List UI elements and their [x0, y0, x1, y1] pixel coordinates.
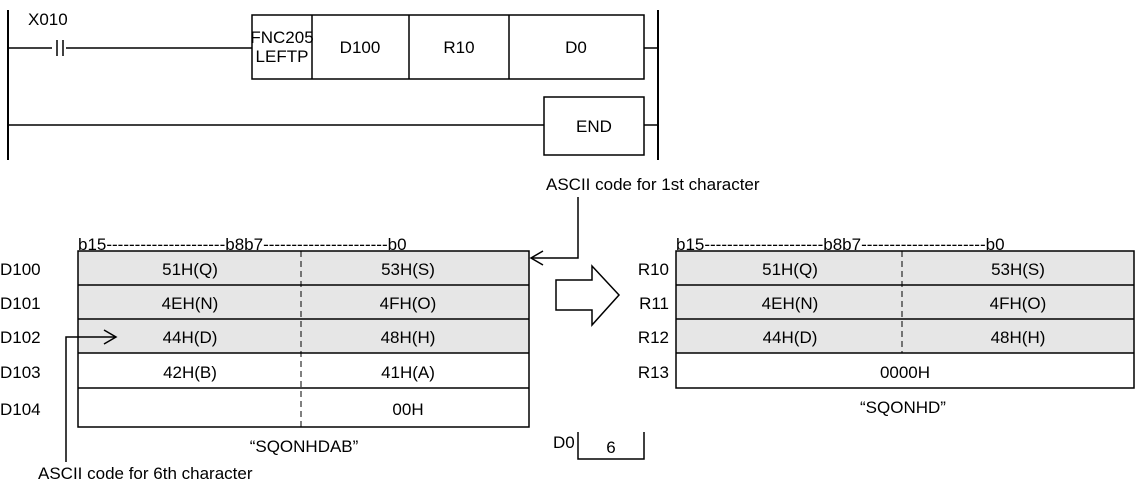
source-high-byte: 51H(Q)	[162, 260, 218, 279]
source-high-byte: 44H(D)	[163, 328, 218, 347]
source-reg-label: D104	[0, 400, 41, 419]
dest-reg-label: R13	[638, 363, 669, 382]
source-reg-label: D101	[0, 294, 41, 313]
sixth-char-arrow-icon	[65, 329, 118, 462]
first-char-arrow-icon	[529, 197, 579, 266]
dest-full-word: 0000H	[880, 363, 930, 382]
operand-dest: D0	[565, 38, 587, 57]
contact-label: X010	[28, 10, 68, 29]
dest-string: “SQONHD”	[860, 398, 946, 417]
instruction-fnc: FNC205	[250, 28, 313, 47]
source-low-byte: 00H	[392, 400, 423, 419]
source-high-byte: 42H(B)	[163, 363, 217, 382]
source-string: “SQONHDAB”	[250, 437, 359, 456]
dest-reg-label: R10	[638, 260, 669, 279]
end-label: END	[576, 117, 612, 136]
operand-count: R10	[443, 38, 474, 57]
dest-low-byte: 48H(H)	[991, 328, 1046, 347]
dest-low-byte: 53H(S)	[991, 260, 1045, 279]
count-value: 6	[606, 438, 615, 457]
count-label: D0	[553, 433, 575, 452]
dest-reg-label: R12	[638, 328, 669, 347]
source-table	[77, 250, 530, 428]
source-high-byte: 4EH(N)	[162, 294, 219, 313]
dest-bit-header: b15---------------------b8b7------------…	[676, 235, 1005, 254]
sixth-char-annotation: ASCII code for 6th character	[38, 464, 253, 483]
source-reg-label: D103	[0, 363, 41, 382]
instruction-name: LEFTP	[256, 47, 309, 66]
normally-open-contact-icon	[56, 40, 64, 56]
dest-low-byte: 4FH(O)	[990, 294, 1047, 313]
dest-table	[675, 250, 1135, 389]
transfer-arrow-icon	[555, 264, 621, 327]
source-low-byte: 53H(S)	[381, 260, 435, 279]
source-low-byte: 41H(A)	[381, 363, 435, 382]
dest-high-byte: 44H(D)	[763, 328, 818, 347]
source-low-byte: 48H(H)	[381, 328, 436, 347]
count-box	[577, 432, 645, 460]
end-block	[543, 96, 645, 156]
source-reg-label: D102	[0, 328, 41, 347]
dest-reg-label: R11	[639, 294, 669, 313]
operand-source: D100	[340, 38, 381, 57]
instruction-block: FNC205 LEFTP D100 R10 D0	[250, 14, 645, 80]
source-reg-label: D100	[0, 260, 41, 279]
dest-high-byte: 4EH(N)	[762, 294, 819, 313]
source-bit-header: b15---------------------b8b7------------…	[78, 235, 407, 254]
first-char-annotation: ASCII code for 1st character	[546, 175, 760, 194]
dest-high-byte: 51H(Q)	[762, 260, 818, 279]
source-low-byte: 4FH(O)	[380, 294, 437, 313]
